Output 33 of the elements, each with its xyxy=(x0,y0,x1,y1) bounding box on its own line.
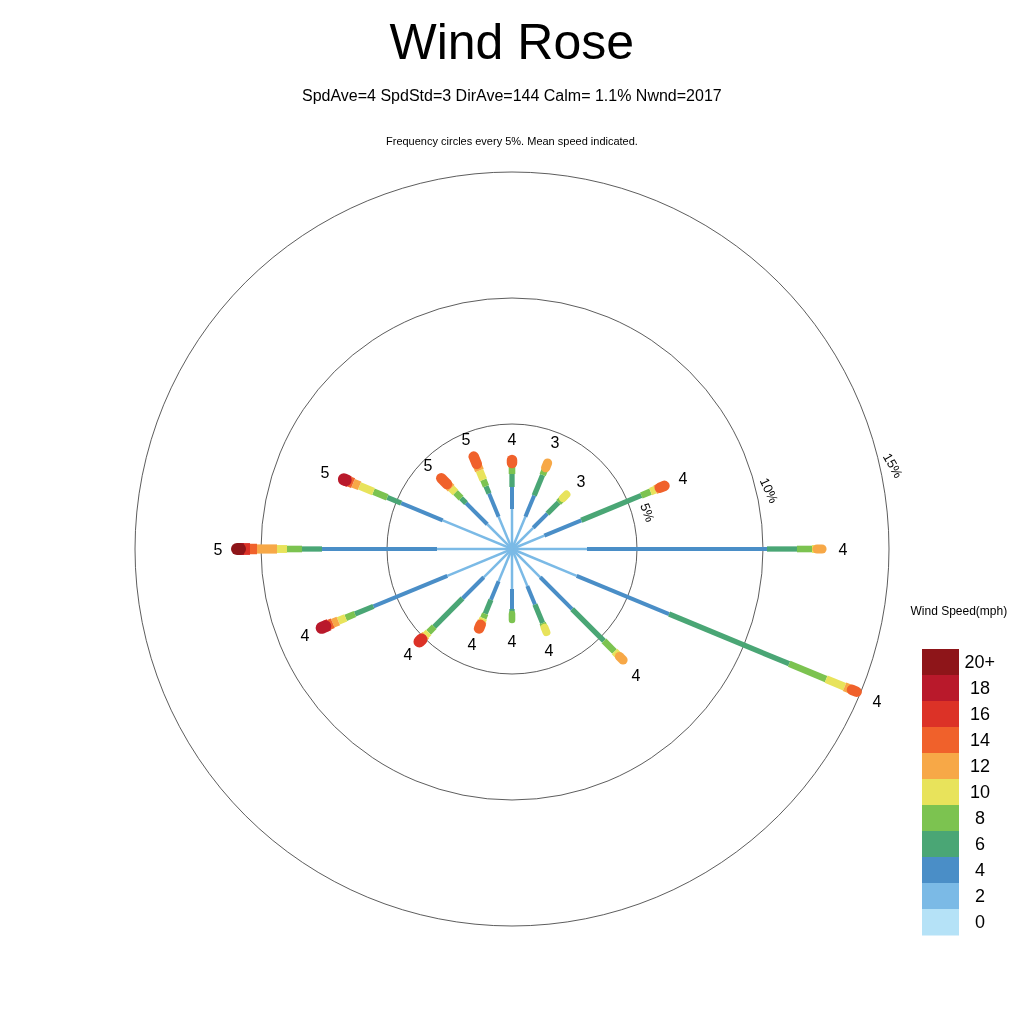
mean-speed-label: 4 xyxy=(507,633,517,651)
legend-label: 10 xyxy=(970,781,991,803)
ring-label: 5% xyxy=(636,500,658,524)
chart-note: Frequency circles every 5%. Mean speed indicated. xyxy=(386,135,638,147)
mean-speed-label: 4 xyxy=(838,541,848,559)
mean-speed-label: 4 xyxy=(507,431,517,449)
legend-label: 12 xyxy=(970,755,991,777)
legend-label: 0 xyxy=(975,911,985,933)
mean-speed-label: 4 xyxy=(300,627,310,645)
mean-speed-label: 4 xyxy=(872,693,882,711)
legend-label: 6 xyxy=(975,833,985,855)
statistics-subtitle: SpdAve=4 SpdStd=3 DirAve=144 Calm= 1.1% Nwnd=2017 xyxy=(302,87,722,105)
mean-speed-label: 4 xyxy=(403,646,413,664)
mean-speed-label: 5 xyxy=(423,457,433,475)
legend-label: 4 xyxy=(975,859,985,881)
mean-speed-label: 5 xyxy=(461,431,471,449)
mean-speed-label: 5 xyxy=(320,464,330,482)
mean-speed-label: 4 xyxy=(631,667,641,685)
legend-title: Wind Speed(mph) xyxy=(910,604,1008,618)
legend-label: 18 xyxy=(970,677,991,699)
mean-speed-label: 4 xyxy=(467,636,477,654)
chart-title: Wind Rose xyxy=(389,13,635,71)
legend-label: 8 xyxy=(975,807,985,829)
mean-speed-label: 5 xyxy=(213,541,223,559)
mean-speed-label: 3 xyxy=(550,434,560,452)
legend-label: 14 xyxy=(970,729,991,751)
mean-speed-label: 4 xyxy=(544,642,554,660)
legend-label: 20+ xyxy=(964,651,996,673)
mean-speed-label: 4 xyxy=(678,470,688,488)
ring-label: 10% xyxy=(756,475,782,505)
legend-label: 2 xyxy=(975,885,985,907)
mean-speed-label: 3 xyxy=(576,473,586,491)
legend-label: 16 xyxy=(970,703,991,725)
